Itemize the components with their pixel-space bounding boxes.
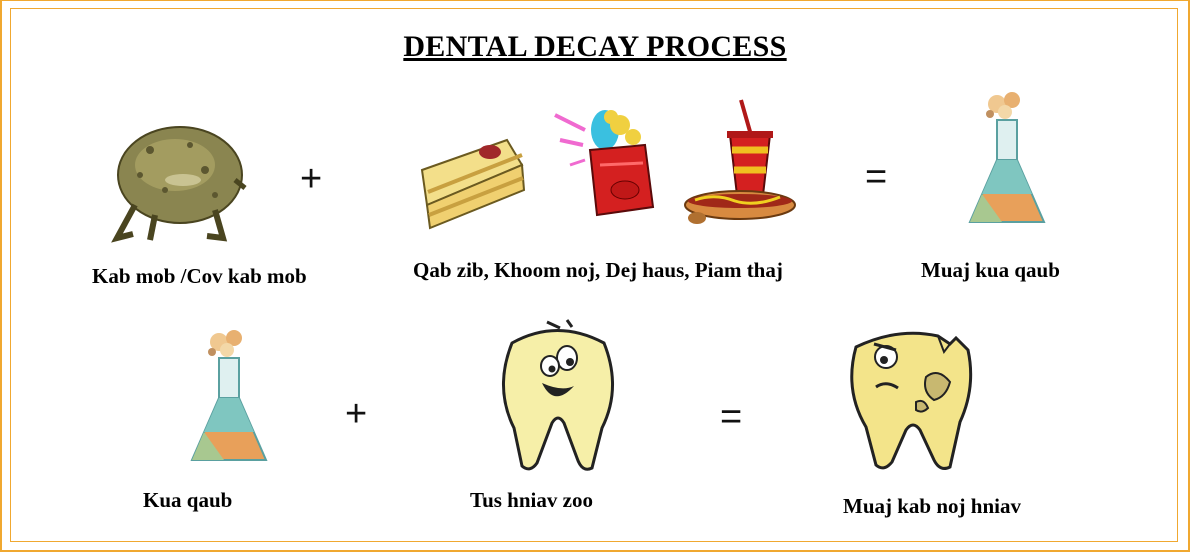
soda-hotdog-icon (675, 95, 800, 230)
acid-flask-icon (184, 330, 274, 470)
cavity-result-label: Muaj kab noj hniav (843, 494, 1021, 519)
cake-icon (412, 130, 532, 230)
equals-sign-1: = (865, 158, 887, 196)
healthy-tooth-icon (492, 318, 627, 473)
plus-sign-2: + (345, 395, 367, 433)
foods-label: Qab zib, Khoom noj, Dej haus, Piam thaj (413, 258, 783, 283)
germ-icon (95, 110, 255, 240)
germ-label: Kab mob /Cov kab mob (92, 264, 307, 289)
decayed-tooth-icon (838, 322, 983, 472)
candy-bag-icon (545, 95, 660, 225)
page-title: DENTAL DECAY PROCESS (0, 30, 1190, 64)
plus-sign-1: + (300, 160, 322, 198)
healthy-tooth-label: Tus hniav zoo (470, 488, 593, 513)
acid-flask-icon (962, 92, 1052, 232)
equals-sign-2: = (720, 398, 742, 436)
acid-label: Kua qaub (143, 488, 232, 513)
acid-result-label: Muaj kua qaub (921, 258, 1060, 283)
